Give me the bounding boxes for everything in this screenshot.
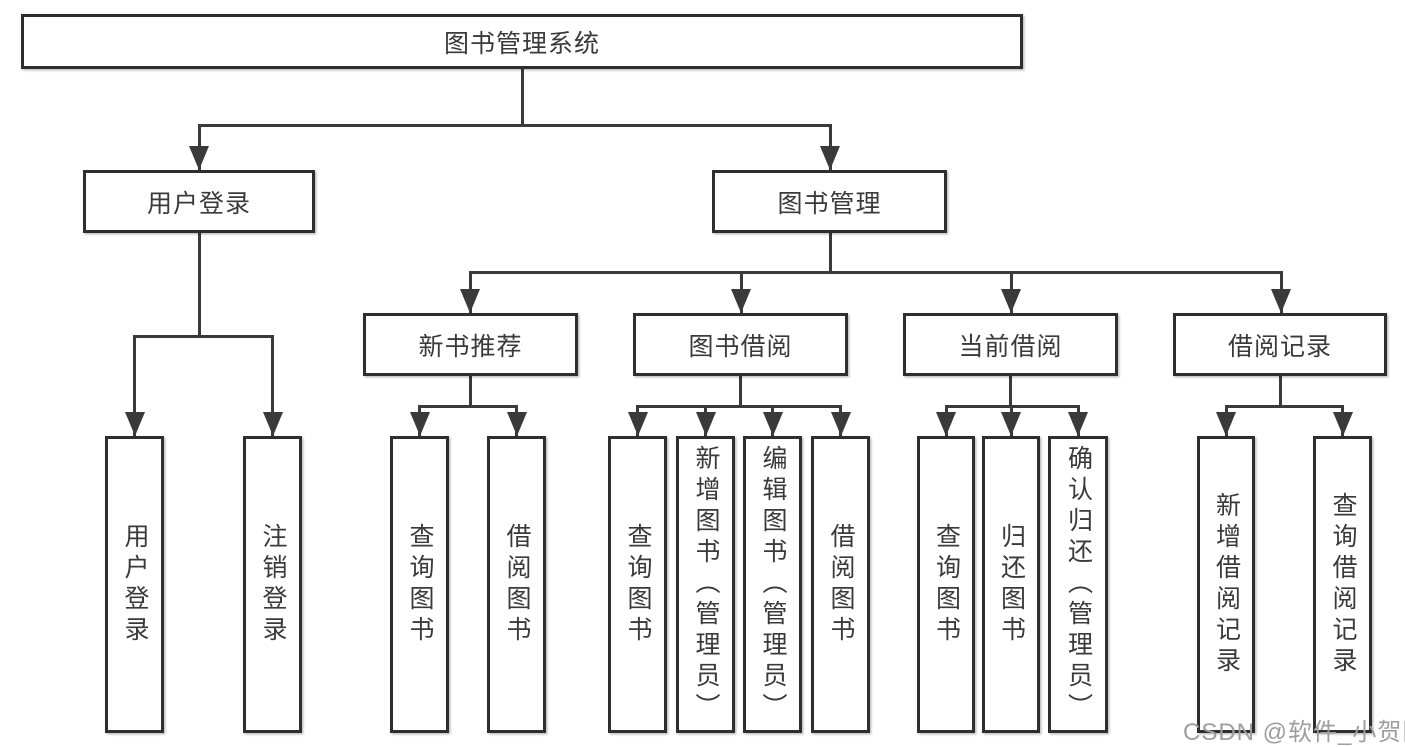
leaf-logout: 注销登录 [243, 436, 302, 733]
node-label: 当前借阅 [958, 332, 1063, 361]
leaf-label: 编辑图书（管理员） [759, 445, 787, 724]
arrow-to-borrow-books-2 [839, 405, 842, 436]
csdn-watermark: CSDN @软件_小贺同学 [1183, 719, 1405, 746]
leaf-add-book-admin: 新增图书（管理员） [676, 436, 735, 733]
node-label: 图书借阅 [688, 332, 793, 361]
leaf-borrow-books-1: 借阅图书 [487, 436, 546, 733]
connector-book-management-stem [828, 232, 832, 272]
connector-user-login-split [133, 335, 274, 338]
arrow-to-borrow-records [1279, 271, 1283, 313]
arrow-to-query-borrow-record [1341, 405, 1344, 436]
leaf-label: 注销登录 [259, 522, 287, 647]
connector-borrow-records-stem [1278, 376, 1282, 406]
leaf-return-books: 归还图书 [982, 436, 1040, 733]
node-book-management: 图书管理 [712, 170, 947, 233]
arrow-to-query-books-1 [418, 405, 421, 436]
leaf-user-login: 用户登录 [105, 436, 164, 733]
leaf-query-borrow-record: 查询借阅记录 [1313, 436, 1372, 733]
arrow-to-current-borrow [1009, 271, 1013, 313]
node-library-management-system: 图书管理系统 [21, 14, 1023, 69]
leaf-query-books-3: 查询图书 [917, 436, 975, 733]
node-user-login: 用户登录 [83, 170, 315, 233]
arrow-to-confirm-return [1076, 405, 1080, 436]
leaf-label: 查询借阅记录 [1329, 491, 1357, 678]
arrow-to-edit-book [771, 405, 774, 436]
leaf-borrow-books-2: 借阅图书 [811, 436, 870, 733]
leaf-add-borrow-record: 新增借阅记录 [1197, 436, 1255, 733]
node-label: 图书管理系统 [443, 29, 600, 58]
arrow-to-user-login [197, 124, 201, 170]
node-borrow-records: 借阅记录 [1173, 313, 1387, 376]
node-label: 新书推荐 [418, 332, 523, 361]
leaf-label: 用户登录 [121, 522, 149, 647]
leaf-label: 确认归还（管理员） [1064, 445, 1093, 724]
leaf-query-books-1: 查询图书 [390, 436, 449, 733]
leaf-label: 借阅图书 [503, 522, 531, 647]
leaf-label: 新增图书（管理员） [692, 445, 720, 724]
arrow-to-query-books-3 [944, 405, 948, 436]
arrow-to-add-borrow-record [1224, 405, 1228, 436]
leaf-label: 查询图书 [406, 522, 434, 647]
arrow-to-book-borrow [739, 271, 743, 313]
leaf-label: 查询图书 [624, 522, 652, 647]
connector-book-borrow-split [636, 405, 841, 408]
leaf-confirm-return-admin: 确认归还（管理员） [1048, 436, 1108, 733]
connector-current-borrow-stem [1008, 376, 1012, 406]
arrow-to-borrow-books-1 [515, 405, 518, 436]
node-label: 图书管理 [777, 189, 882, 218]
leaf-query-books-2: 查询图书 [608, 436, 667, 733]
leaf-label: 新增借阅记录 [1212, 491, 1241, 678]
arrow-to-return-books [1009, 405, 1013, 436]
connector-book-borrow-stem [738, 376, 742, 406]
connector-new-book-split [418, 405, 518, 408]
leaf-label: 归还图书 [997, 522, 1026, 647]
arrow-to-book-management [828, 124, 832, 170]
leaf-label: 查询图书 [932, 522, 961, 647]
connector-root-split [197, 124, 832, 127]
connector-root-stem [520, 69, 524, 125]
leaf-edit-book-admin: 编辑图书（管理员） [743, 436, 802, 733]
arrow-to-leaf-user-login [133, 335, 136, 436]
connector-borrow-records-split [1224, 405, 1343, 408]
connector-new-book-stem [468, 376, 472, 406]
arrow-to-add-book [704, 405, 707, 436]
arrow-to-new-book-recommend [468, 271, 472, 313]
arrow-to-leaf-logout [271, 335, 274, 436]
node-label: 用户登录 [146, 189, 251, 218]
node-current-borrow: 当前借阅 [903, 313, 1118, 376]
node-label: 借阅记录 [1227, 332, 1332, 361]
connector-user-login-stem [197, 233, 201, 336]
leaf-label: 借阅图书 [827, 522, 855, 647]
node-book-borrow: 图书借阅 [633, 313, 848, 376]
node-new-book-recommend: 新书推荐 [363, 313, 578, 376]
connector-book-management-split [468, 271, 1282, 274]
arrow-to-query-books-2 [636, 405, 639, 436]
